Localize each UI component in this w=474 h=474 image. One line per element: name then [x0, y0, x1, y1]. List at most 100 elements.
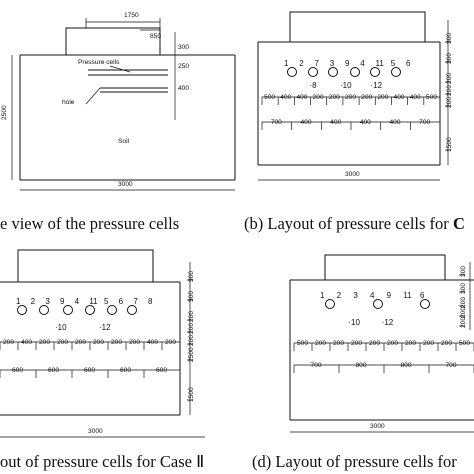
panel-b-right-label: 300 — [446, 33, 453, 44]
panel-b-cell-label-lower: ·8 — [310, 81, 318, 90]
panel-a-label-cells: Pressure cells — [78, 59, 120, 66]
panel-c-right-label: 200 — [188, 323, 195, 334]
panel-b-cell-label: 5 — [391, 59, 396, 68]
panel-c-dim-label: 200 — [93, 339, 104, 346]
panel-a-footing — [65, 27, 161, 56]
panel-b-cell — [287, 67, 297, 77]
panel-a-dim-side-b: 250 — [178, 63, 189, 70]
panel-c-right-label: 300 — [188, 291, 195, 302]
panel-a-label-soil: Soil — [118, 138, 130, 145]
panel-a-dim-side-a: 300 — [178, 44, 189, 51]
panel-d-dim-label: 200 — [351, 340, 362, 347]
panel-b-dim-label: 400 — [410, 94, 421, 101]
panel-d-dim-bottom: 3000 — [370, 423, 385, 430]
panel-c-dim-label: 200 — [75, 339, 86, 346]
panel-d-right-label: 300 — [460, 283, 467, 294]
panel-b-cell-label: 9 — [345, 59, 350, 68]
panel-c-right-label: 300 — [188, 271, 195, 282]
panel-b-dim-label: 400 — [301, 119, 312, 126]
panel-b-dim-label: 200 — [345, 94, 356, 101]
panel-c-cell-label-lower: ·10 — [55, 323, 67, 332]
panel-d-dim-label: 200 — [333, 340, 344, 347]
panel-a-dim-left: 2500 — [1, 105, 8, 120]
panel-c-cell — [107, 305, 117, 315]
panel-b-cell-label: 6 — [406, 59, 411, 68]
caption-panel-c: out of pressure cells for Case Ⅱ — [0, 452, 205, 471]
panel-c-cell-label: 1 — [16, 297, 21, 306]
panel-c-right-label: 2500 — [188, 347, 195, 362]
panel-b-dim-label: 200 — [361, 94, 372, 101]
panel-c-dim-label: 200 — [3, 339, 14, 346]
panel-d-cell-label: 3 — [353, 291, 358, 300]
panel-b-cell — [391, 67, 401, 77]
panel-c-dim-label: 200 — [165, 339, 176, 346]
panel-b-cell-label: 7 — [315, 59, 320, 68]
panel-d-right-label: 300 — [460, 266, 467, 277]
panel-a-dim-top: 1750 — [124, 12, 139, 19]
panel-d-cell-label: 6 — [420, 291, 425, 300]
panel-b-dim-label: 200 — [313, 94, 324, 101]
panel-c-cell-label: 9 — [60, 297, 65, 306]
panel-d-dim-label: 500 — [297, 340, 308, 347]
panel-d-right-label: 200 — [460, 297, 467, 308]
panel-c-cell-label: 11 — [89, 297, 98, 306]
panel-b-dim-label: 500 — [264, 94, 275, 101]
panel-b-cell-label: 3 — [330, 59, 335, 68]
panel-b-dim-bottom: 3000 — [345, 171, 360, 178]
panel-d-dim-label: 500 — [459, 340, 470, 347]
panel-d-dim-label: 200 — [441, 340, 452, 347]
panel-d-cell — [325, 299, 335, 309]
panel-b-cell-label: 4 — [360, 59, 365, 68]
panel-c-dim-label: 600 — [120, 367, 131, 374]
panel-c-right-label: 200 — [188, 311, 195, 322]
panel-d-cell — [420, 299, 430, 309]
panel-b-dim-label: 400 — [296, 94, 307, 101]
panel-d-cell-label-lower: ·10 — [348, 318, 360, 327]
panel-d-cell-label: 1 — [320, 291, 325, 300]
panel-d-cell — [373, 299, 383, 309]
panel-c-cell-label: 6 — [119, 297, 124, 306]
panel-d-dim-label: 200 — [423, 340, 434, 347]
panel-b-cell-label: 11 — [376, 59, 385, 68]
caption-panel-b: (b) Layout of pressure cells for C — [244, 214, 465, 234]
panel-b-right-label: 300 — [446, 53, 453, 64]
panel-d-dim-label: 200 — [315, 340, 326, 347]
panel-c-cell-label: 4 — [75, 297, 80, 306]
panel-c-cell-label-lower: ·12 — [99, 323, 111, 332]
panel-c-dim-label: 200 — [111, 339, 122, 346]
panel-b-dim-label: 200 — [377, 94, 388, 101]
panel-c-cell-label: 3 — [45, 297, 50, 306]
panel-d-dim-label: 200 — [387, 340, 398, 347]
panel-b-right-label: 200 — [446, 73, 453, 84]
panel-b-dim-label: 700 — [271, 119, 282, 126]
panel-d-cell-label: 11 — [403, 291, 412, 300]
panel-c-dim-label: 400 — [21, 339, 32, 346]
panel-c-dim-label: 600 — [84, 367, 95, 374]
panel-b-dim-label: 400 — [330, 119, 341, 126]
panel-c-right-label: 1500 — [188, 387, 195, 402]
panel-d-dim-label: 700 — [311, 362, 322, 369]
panel-b-cell — [308, 67, 318, 77]
panel-d-footing — [324, 254, 446, 281]
panel-b-right-label: 1500 — [446, 137, 453, 152]
panel-d-cell-label: 2 — [337, 291, 342, 300]
panel-c-cell-label: 7 — [133, 297, 138, 306]
panel-d-cell-label-lower: ·12 — [382, 318, 394, 327]
panel-c-cell — [85, 305, 95, 315]
panel-c-dim-label: 200 — [129, 339, 140, 346]
panel-b-cell-label: 2 — [299, 59, 304, 68]
panel-c-dim-label: 200 — [39, 339, 50, 346]
panel-b-dim-label: 400 — [394, 94, 405, 101]
panel-d-dim-label: 200 — [369, 340, 380, 347]
panel-d-dim-label: 200 — [405, 340, 416, 347]
panel-a-dim-side-c: 400 — [178, 85, 189, 92]
panel-b-dim-label: 400 — [390, 119, 401, 126]
panel-b-cell — [350, 67, 360, 77]
panel-b-dim-label: 200 — [329, 94, 340, 101]
panel-b-cell — [328, 67, 338, 77]
panel-c-cell-label: 5 — [104, 297, 109, 306]
